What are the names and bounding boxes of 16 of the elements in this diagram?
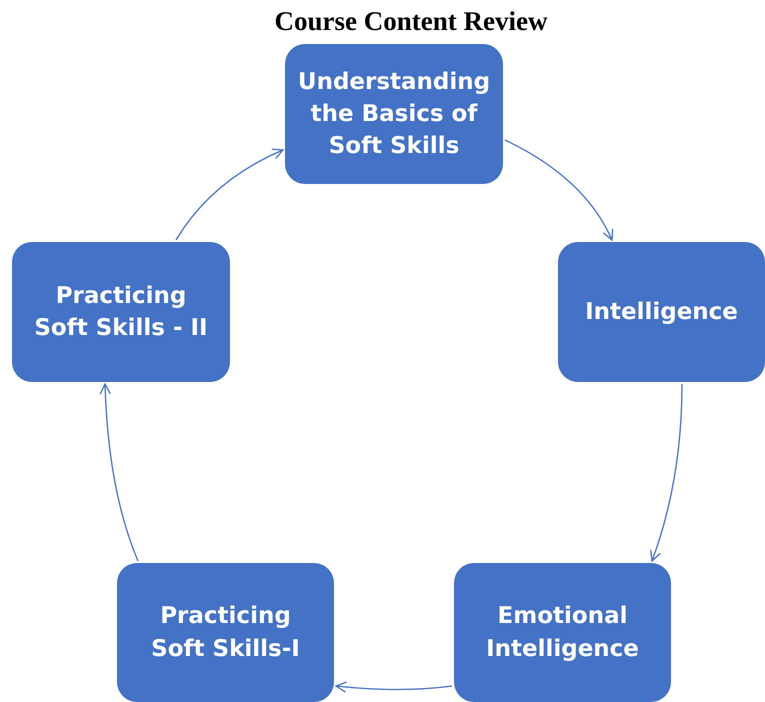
process-box <box>454 563 671 702</box>
process-box <box>117 563 334 702</box>
arrow <box>504 139 613 241</box>
box-label: Practicing Soft Skills - II <box>33 282 209 343</box>
box-label: Emotional Intelligence <box>485 602 640 664</box>
process-box <box>12 242 230 382</box>
arrow <box>650 384 683 562</box>
arrow <box>100 383 139 562</box>
box-label: Understanding the Basics of Soft Skills <box>298 68 490 162</box>
process-box <box>285 44 503 184</box>
arrow <box>175 148 284 240</box>
arrow <box>335 681 452 693</box>
box-label: Practicing Soft Skills-I <box>150 602 301 664</box>
box-label: Intelligence <box>585 298 738 327</box>
process-box <box>558 242 765 382</box>
diagram-title: Course Content Review <box>274 6 548 37</box>
